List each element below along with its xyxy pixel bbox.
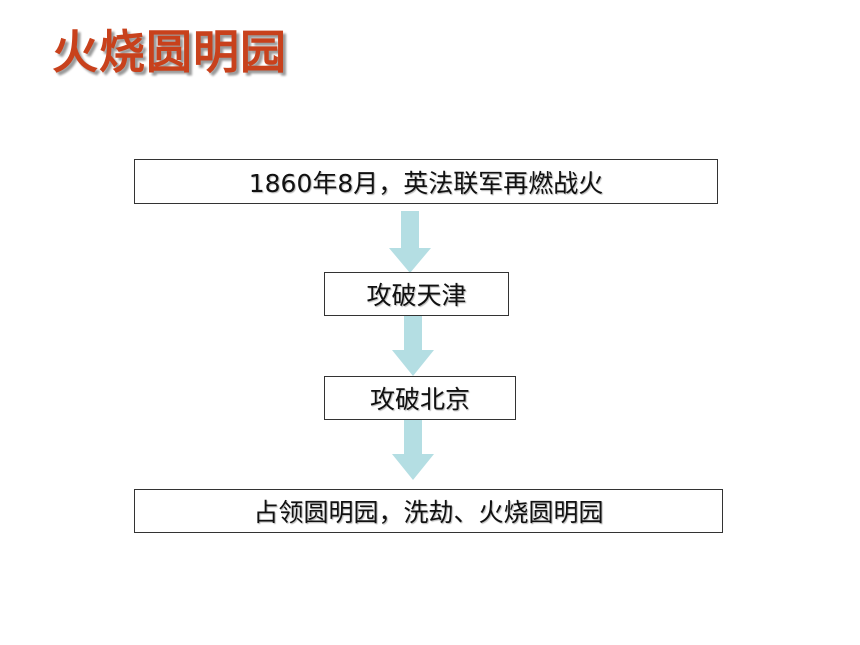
down-arrow-icon (392, 420, 434, 480)
down-arrow-icon (389, 211, 431, 273)
flow-step-4: 占领圆明园，洗劫、火烧圆明园 (134, 489, 723, 533)
down-arrow-icon (392, 316, 434, 376)
flow-step-3: 攻破北京 (324, 376, 516, 420)
down-arrow-shape (392, 420, 434, 480)
down-arrow-shape (389, 211, 431, 273)
flow-step-2: 攻破天津 (324, 272, 509, 316)
page-title: 火烧圆明园 (52, 25, 287, 79)
flow-step-1: 1860年8月，英法联军再燃战火 (134, 159, 718, 204)
down-arrow-shape (392, 316, 434, 376)
